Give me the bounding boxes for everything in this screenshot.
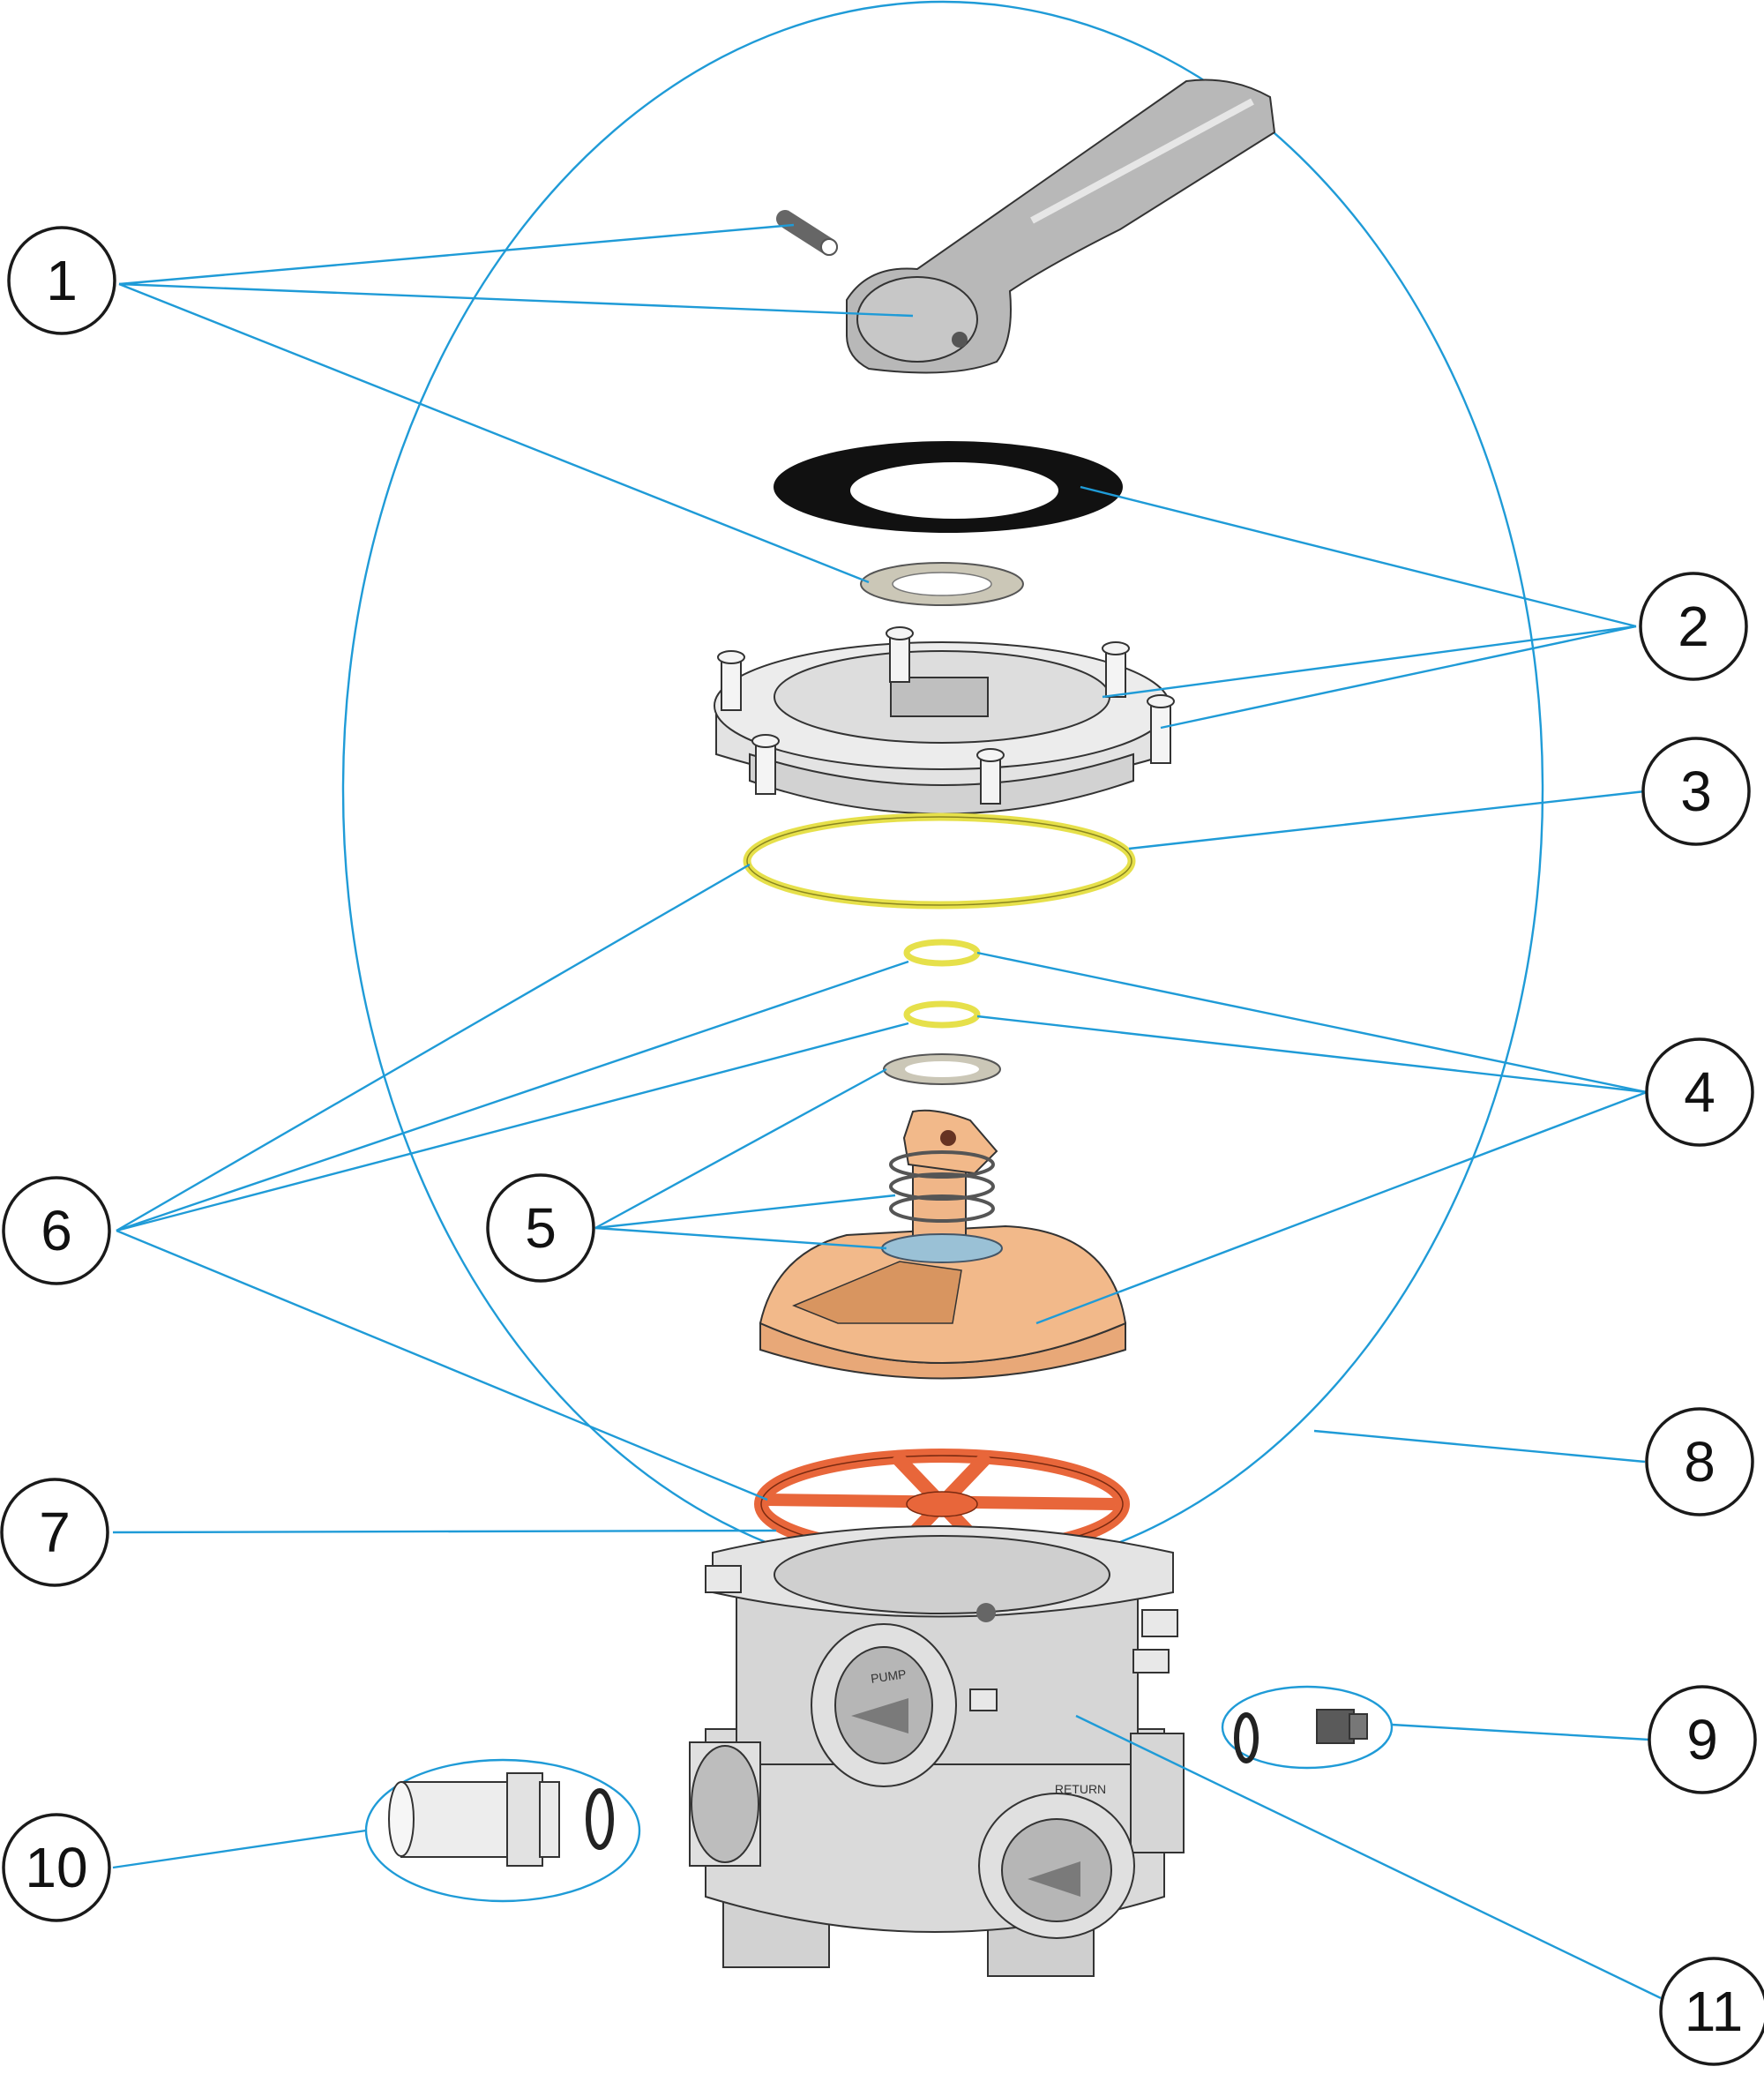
rotor <box>759 1109 1127 1380</box>
callout-6: 6 <box>2 1176 111 1285</box>
callout-1: 1 <box>7 226 116 335</box>
callout-5: 5 <box>486 1173 595 1283</box>
handle-pin <box>776 210 838 256</box>
rotor-lower-washer <box>881 1233 1003 1263</box>
rotor-spring <box>889 1150 995 1223</box>
small-o-ring-1 <box>903 939 981 967</box>
svg-text:11: 11 <box>1685 1980 1743 2043</box>
handle-highlight <box>1030 98 1254 224</box>
svg-text:2: 2 <box>1678 595 1709 658</box>
svg-text:5: 5 <box>525 1196 557 1260</box>
callout-11: 11 <box>1659 1957 1764 2066</box>
cover-bolts <box>717 626 1175 805</box>
handle-hub <box>856 276 978 363</box>
svg-text:8: 8 <box>1684 1430 1715 1494</box>
drain-plug <box>1316 1709 1368 1744</box>
handle-pin-hole <box>952 332 968 348</box>
callout-8: 8 <box>1645 1407 1754 1516</box>
fitting-o-ring <box>586 1788 614 1850</box>
svg-text:3: 3 <box>1680 760 1712 823</box>
valve-cover <box>714 626 1175 815</box>
callout-9: 9 <box>1648 1685 1757 1794</box>
drain-o-ring <box>1234 1712 1259 1763</box>
svg-text:10: 10 <box>25 1836 87 1899</box>
svg-text:7: 7 <box>39 1501 71 1564</box>
svg-text:4: 4 <box>1684 1060 1715 1124</box>
return-port-label: RETURN <box>1055 1782 1106 1796</box>
svg-text:1: 1 <box>46 249 78 312</box>
callout-2: 2 <box>1639 572 1748 681</box>
pump-port: PUMP <box>811 1623 957 1787</box>
svg-text:6: 6 <box>41 1199 72 1262</box>
leader-lines <box>112 223 1662 2000</box>
callout-4: 4 <box>1645 1037 1754 1147</box>
body-ears <box>705 1565 1178 1711</box>
hose-fitting <box>388 1772 560 1867</box>
valve-body: PUMP RETURN <box>689 1525 1185 1977</box>
cover-center-opening <box>890 677 989 717</box>
item-9-group-outline <box>1221 1685 1394 1770</box>
callout-7: 7 <box>0 1478 109 1587</box>
return-port: RETURN <box>978 1782 1135 1939</box>
pump-port-label: PUMP <box>870 1666 907 1685</box>
handle-assembly <box>846 79 1276 374</box>
rotor-washer <box>883 1053 1001 1085</box>
callout-3: 3 <box>1641 737 1751 846</box>
small-o-ring-2 <box>903 1000 981 1029</box>
handle-washer <box>860 562 1024 606</box>
rotor-channel <box>792 1261 962 1324</box>
cover-gasket <box>774 441 1123 533</box>
callout-10: 10 <box>2 1813 111 1922</box>
svg-text:9: 9 <box>1686 1708 1718 1771</box>
